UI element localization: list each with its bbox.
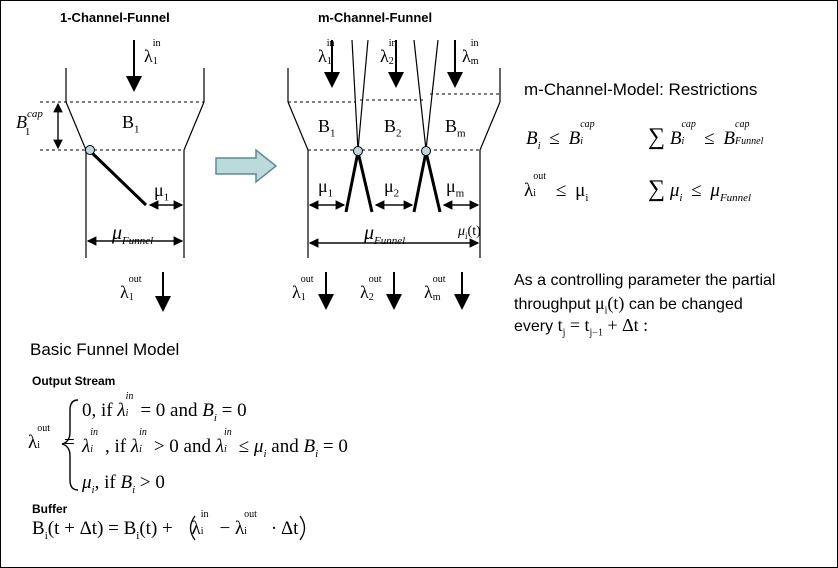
control-line-1: As a controlling parameter the partial xyxy=(514,272,776,289)
b2-multi-label: B2 xyxy=(384,116,402,140)
mum-multi-label: μm xyxy=(446,176,465,200)
valve-gate-1 xyxy=(88,149,148,207)
bm-multi-label: Bm xyxy=(445,116,466,140)
cases-brace xyxy=(61,399,79,491)
output-stream-heading: Output Stream xyxy=(32,374,116,388)
title-multi-funnel: m-Channel-Funnel xyxy=(318,10,433,25)
mu-funnel-label-m: μFunnel xyxy=(364,222,406,247)
b1-label: B1 xyxy=(122,112,140,136)
restriction-throughput-sum: ∑ μi ≤ μFunnel xyxy=(648,176,752,204)
mu-funnel-label-1: μFunnel xyxy=(112,222,154,247)
restrictions-title: m-Channel-Model: Restrictions xyxy=(524,80,758,99)
title-single-funnel: 1-Channel-Funnel xyxy=(60,10,170,25)
control-line-2: throughput μi(t) can be changed xyxy=(514,293,743,317)
transition-arrow xyxy=(215,148,278,184)
case-3: μi, if Bi > 0 xyxy=(82,472,165,496)
valve-pivot-1 xyxy=(85,145,95,155)
basic-model-title: Basic Funnel Model xyxy=(30,340,180,359)
mu1-multi-label: μ1 xyxy=(318,176,334,200)
b1-multi-label: B1 xyxy=(318,116,336,140)
b1-cap-label: Bcap1 xyxy=(16,108,43,138)
control-line-3: every tj = tj−1 + Δt : xyxy=(514,315,649,339)
mu1-label: μ1 xyxy=(154,180,170,204)
single-funnel xyxy=(40,40,205,312)
mu2-multi-label: μ2 xyxy=(384,176,400,200)
mu-i-t-label: μi(t) xyxy=(458,224,481,241)
multi-funnel xyxy=(287,39,501,310)
buffer-heading: Buffer xyxy=(32,502,68,516)
